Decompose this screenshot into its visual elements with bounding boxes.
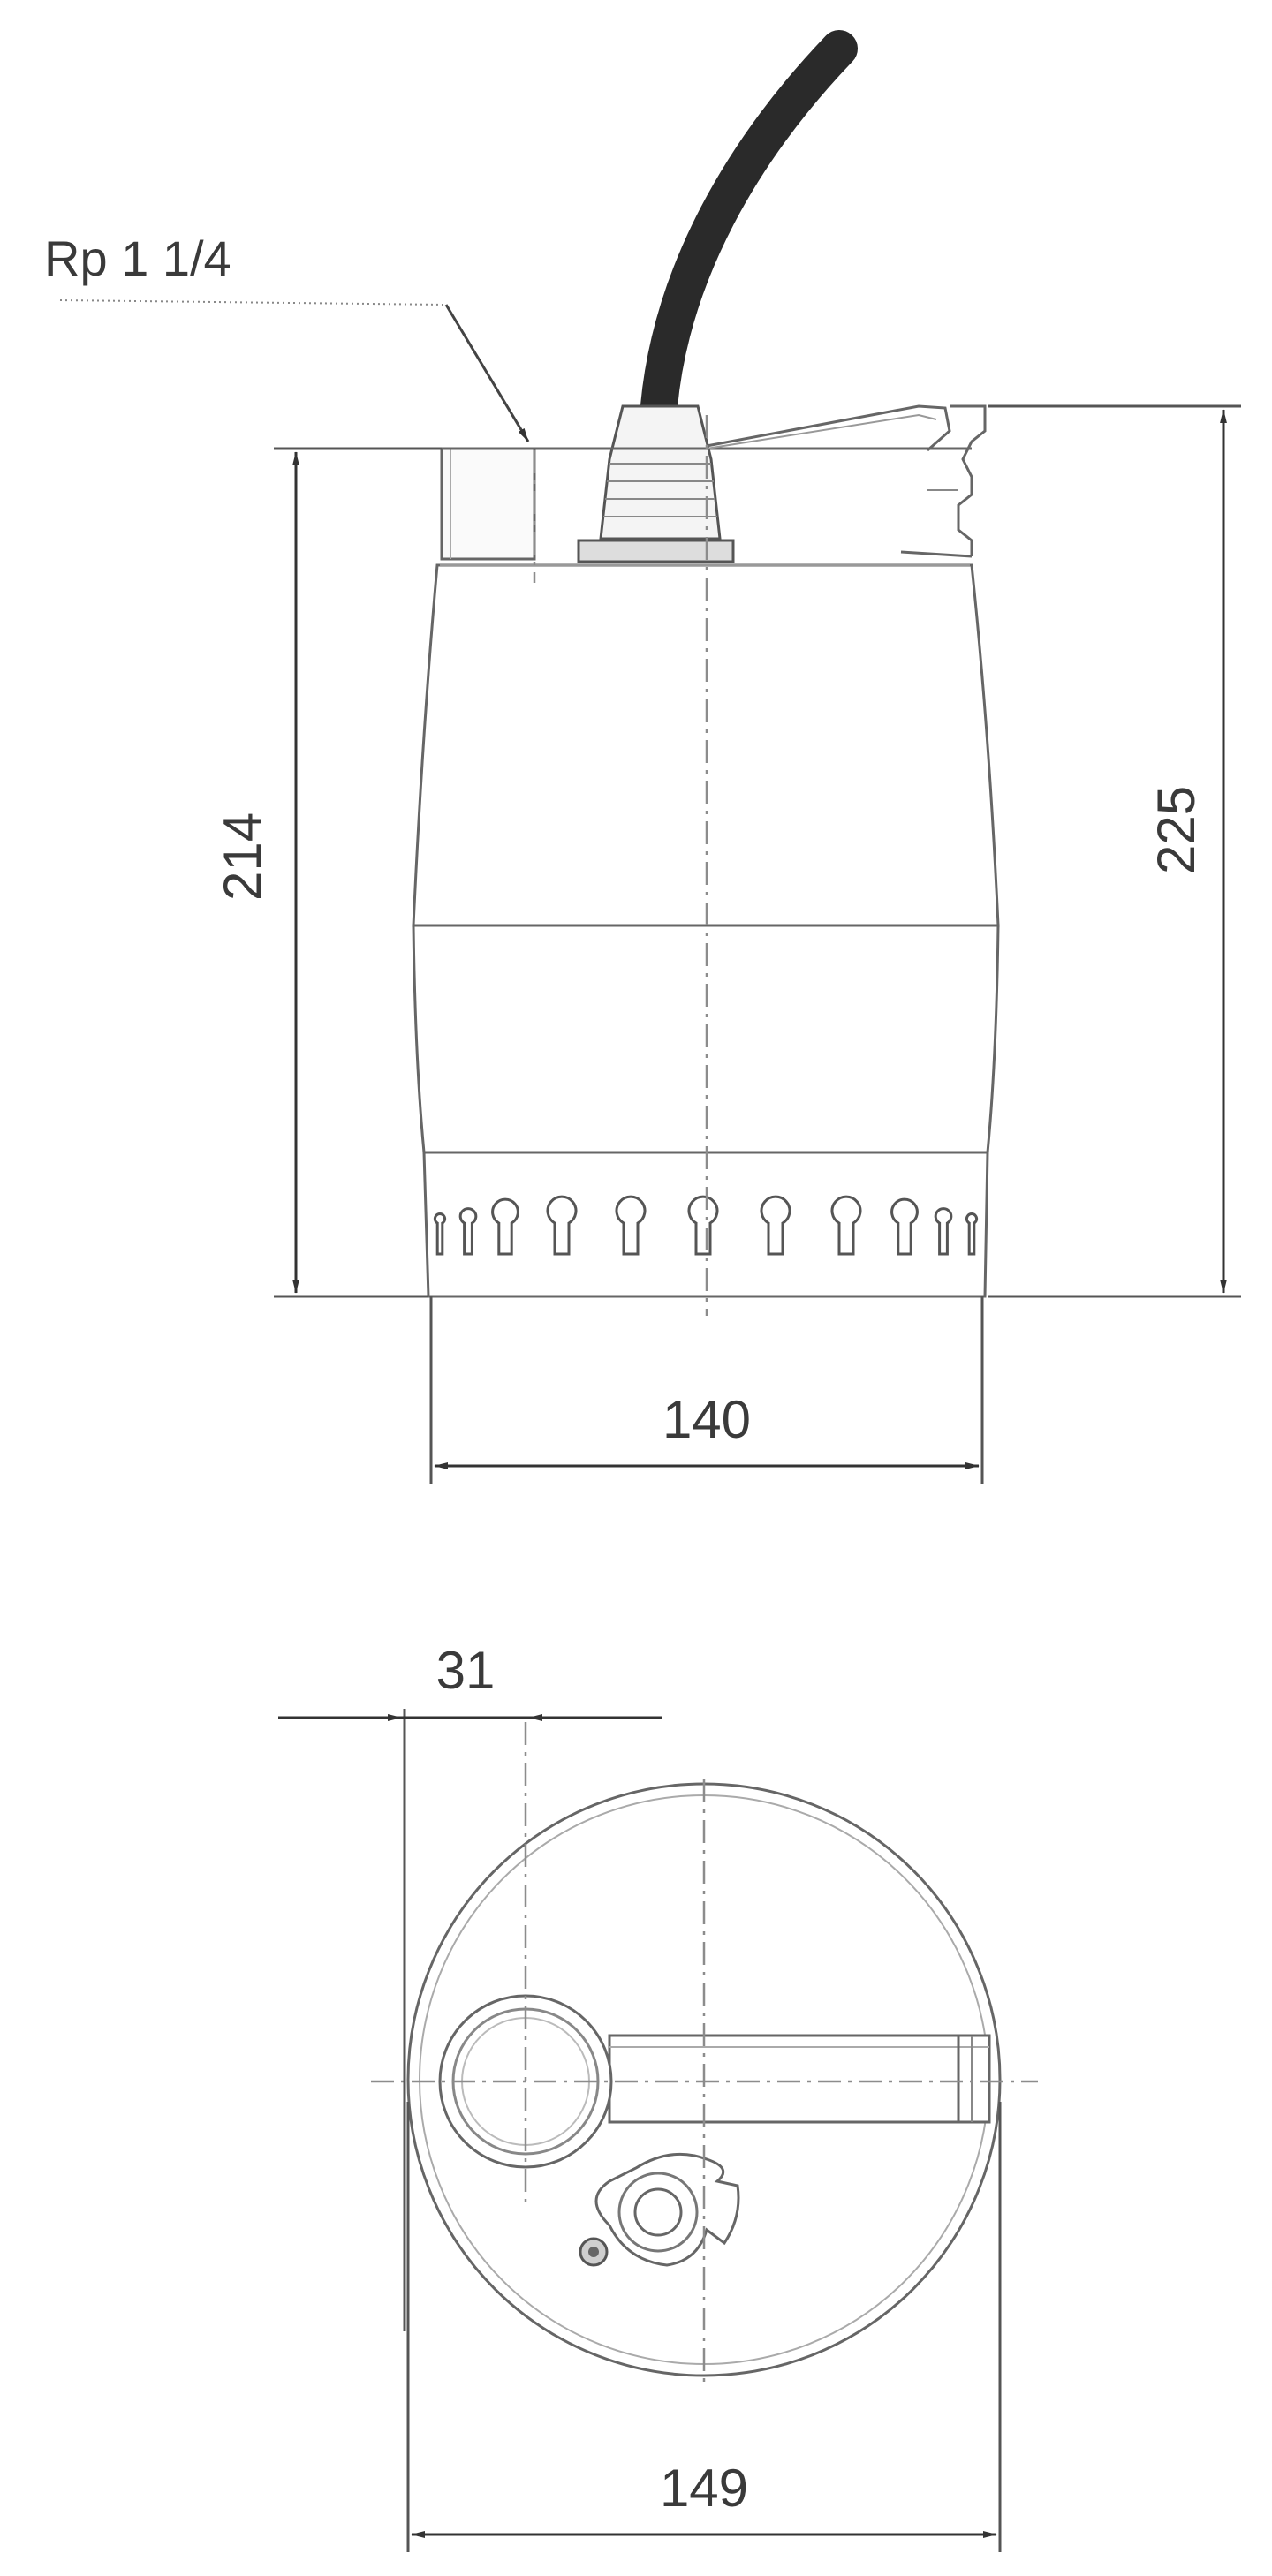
strainer-slot [458, 1207, 478, 1256]
power-cable [640, 30, 858, 425]
dim-width-body: 140 [429, 1296, 984, 1484]
strainer-slot [965, 1212, 979, 1256]
dim-height-body: 214 [213, 447, 442, 1298]
diameter-base-label: 149 [660, 2459, 748, 2518]
strainer-slot [687, 1195, 719, 1256]
strainer-slot [546, 1195, 578, 1256]
height-total-label: 225 [1147, 786, 1206, 874]
cable-gland [577, 404, 735, 563]
thread-label: Rp 1 1/4 [44, 230, 231, 286]
carry-handle [706, 404, 987, 558]
strainer-slot [830, 1195, 862, 1256]
dim-height-total: 225 [988, 404, 1241, 1298]
strainer-slot [491, 1197, 519, 1256]
strainer-holes [433, 1195, 979, 1256]
handle-top-view [608, 2034, 991, 2124]
top-view: 31 149 [278, 1641, 1038, 2552]
thread-leader-arrow [444, 304, 530, 442]
strainer-slot [760, 1195, 791, 1256]
side-view: Rp 1 1/4 214 225 140 [44, 30, 1241, 1484]
strainer-slot [890, 1197, 919, 1256]
strainer-slot [934, 1207, 953, 1256]
strainer-slot [615, 1195, 647, 1256]
strainer-slot [433, 1212, 447, 1256]
dim-offset-outlet: 31 [278, 1641, 662, 2331]
offset-outlet-label: 31 [436, 1641, 496, 1700]
height-body-label: 214 [213, 812, 272, 901]
outlet-socket [440, 447, 536, 561]
width-body-label: 140 [662, 1390, 751, 1449]
thread-leader-line [59, 299, 447, 306]
dim-diameter-base: 149 [406, 2102, 1002, 2552]
